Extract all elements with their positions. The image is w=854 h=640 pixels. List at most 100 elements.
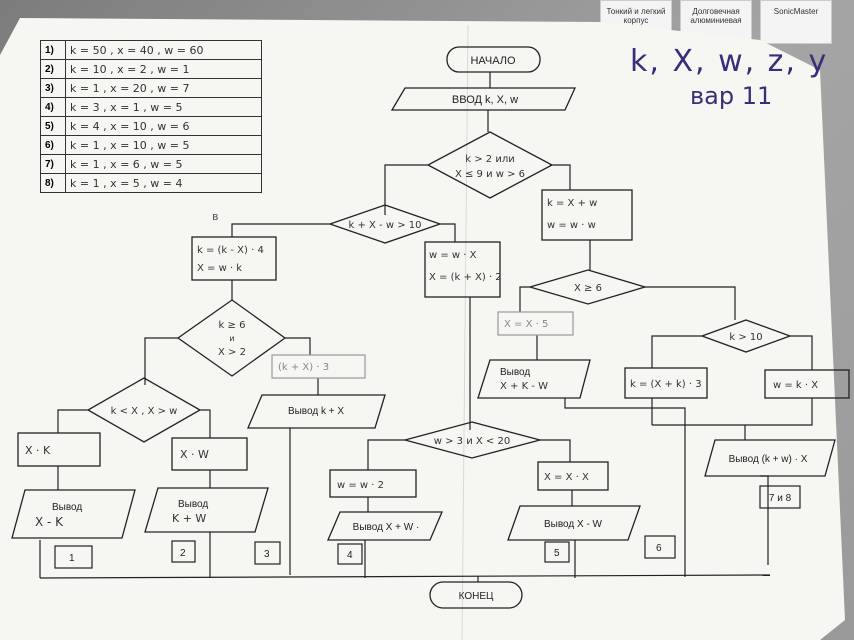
output-2: [144, 487, 269, 533]
decision-3-line2: X > 2: [218, 347, 246, 358]
row-number: 8): [40, 173, 66, 193]
tag-3-box: [254, 541, 281, 565]
output-mid2-label: Вывод k + X: [288, 406, 344, 417]
process-k1: [624, 367, 708, 399]
tag-4-box: [337, 543, 363, 565]
table-row: 3)k = 1 , x = 20 , w = 7: [40, 78, 262, 98]
input-block: [390, 87, 577, 111]
row-number: 6): [40, 135, 66, 155]
decision-1-line1: k > 2 или: [465, 154, 514, 165]
start-terminal: [446, 46, 541, 73]
tag-6-box: [644, 535, 676, 559]
table-row: 2)k = 10 , x = 2 , w = 1: [40, 59, 262, 79]
output-mid2: [247, 394, 386, 429]
start-label: НАЧАЛО: [470, 55, 516, 67]
output-kw: [704, 439, 836, 477]
process-xk: [17, 432, 101, 467]
process-right-line2: w = w · w: [547, 220, 596, 231]
process-k2-label: w = k · X: [773, 380, 818, 391]
output-right2: [477, 359, 591, 399]
decision-2: [328, 204, 442, 244]
decision-5-label: w > 3 и X < 20: [434, 436, 510, 447]
process-k1-label: k = (X + k) · 3: [630, 379, 702, 390]
row-number: 5): [40, 116, 66, 136]
output-5: [507, 505, 641, 541]
end-label: КОНЕЦ: [459, 591, 494, 602]
row-value: k = 1 , x = 6 , w = 5: [65, 154, 262, 174]
output-1-line2: X - K: [35, 515, 64, 529]
decision-right-label: X ≥ 6: [574, 283, 602, 294]
output-4-label: Вывод X + W ·: [353, 522, 420, 533]
row-number: 3): [40, 78, 66, 98]
decision-1: [426, 131, 554, 199]
output-5-label: Вывод X - W: [544, 519, 603, 530]
process-mid-line2: X = (k + X) · 2: [429, 272, 502, 283]
input-label: ВВОД k, X, w: [452, 94, 518, 106]
tag-2-box: [171, 540, 196, 563]
process-xx-label: X = X · X: [544, 472, 589, 483]
decision-k10-label: k > 10: [729, 332, 762, 343]
process-1-line1: k = (k - X) · 4: [197, 245, 264, 256]
process-1-line2: X = w · k: [197, 263, 242, 274]
process-w2-label: w = w · 2: [337, 480, 384, 491]
row-value: k = 1 , x = 5 , w = 4: [65, 173, 262, 193]
process-right2-label: X = X · 5: [504, 319, 548, 330]
output-2-line1: Вывод: [178, 499, 208, 510]
tag-1-box: [54, 545, 93, 569]
process-1: [191, 236, 277, 281]
tag-6: 6: [656, 543, 662, 554]
output-2-line2: K + W: [172, 512, 206, 525]
tag-5: 5: [554, 548, 560, 559]
end-terminal: [429, 581, 523, 609]
row-value: k = 3 , x = 1 , w = 5: [65, 97, 262, 117]
row-number: 4): [40, 97, 66, 117]
variant-label: вар 11: [690, 82, 773, 110]
process-xw: [171, 437, 248, 471]
decision-4: [86, 377, 202, 443]
row-value: k = 50 , x = 40 , w = 60: [65, 40, 262, 60]
output-1: [11, 489, 136, 539]
decision-1-line2: X ≤ 9 и w > 6: [455, 169, 525, 180]
process-mid: [424, 241, 501, 298]
process-right-line1: k = X + w: [547, 198, 597, 209]
table-row: 6)k = 1 , x = 10 , w = 5: [40, 135, 262, 155]
output-4: [327, 511, 443, 541]
row-number: 7): [40, 154, 66, 174]
table-row: 1)k = 50 , x = 40 , w = 60: [40, 40, 262, 60]
table-row: 7)k = 1 , x = 6 , w = 5: [40, 154, 262, 174]
tag-78-label: 7 и 8: [769, 493, 792, 504]
process-xk-label: X · K: [25, 444, 51, 457]
box-card: SonicMaster: [760, 0, 832, 44]
output-1-line1: Вывод: [52, 502, 82, 513]
tag-5-box: [544, 541, 570, 563]
decision-2-label: k + X - w > 10: [349, 220, 422, 231]
table-row: 5)k = 4 , x = 10 , w = 6: [40, 116, 262, 136]
tag-78-box: [759, 485, 801, 509]
tag-1: 1: [69, 553, 75, 564]
tag-4: 4: [347, 550, 353, 561]
paper-fold: [461, 24, 469, 640]
decision-3-and: и: [229, 334, 234, 343]
decision-right: [527, 269, 648, 305]
process-right: [541, 189, 633, 241]
output-kw-label: Вывод (k + w) · X: [729, 454, 808, 465]
variables-header: k, X, w, z, y: [630, 44, 829, 79]
decision-3: [176, 299, 287, 377]
row-value: k = 10 , x = 2 , w = 1: [65, 59, 262, 79]
variants-table: 1)k = 50 , x = 40 , w = 60 2)k = 10 , x …: [40, 40, 262, 193]
decision-5: [402, 421, 543, 459]
tag-3: 3: [264, 549, 270, 560]
output-right2-line1: Вывод: [500, 367, 530, 378]
branch-label-b: в: [212, 210, 218, 223]
row-number: 2): [40, 59, 66, 79]
table-row: 8)k = 1 , x = 5 , w = 4: [40, 173, 262, 193]
process-w2: [329, 469, 417, 498]
process-mid2: [271, 354, 366, 379]
process-xw-label: X · W: [180, 448, 209, 461]
decision-3-line1: k ≥ 6: [219, 320, 246, 331]
row-value: k = 4 , x = 10 , w = 6: [65, 116, 262, 136]
process-right2: [497, 311, 574, 336]
process-mid-line1: w = w · X: [429, 250, 477, 261]
output-right2-line2: X + K - W: [500, 381, 548, 392]
decision-4-label: k < X , X > w: [111, 406, 178, 417]
